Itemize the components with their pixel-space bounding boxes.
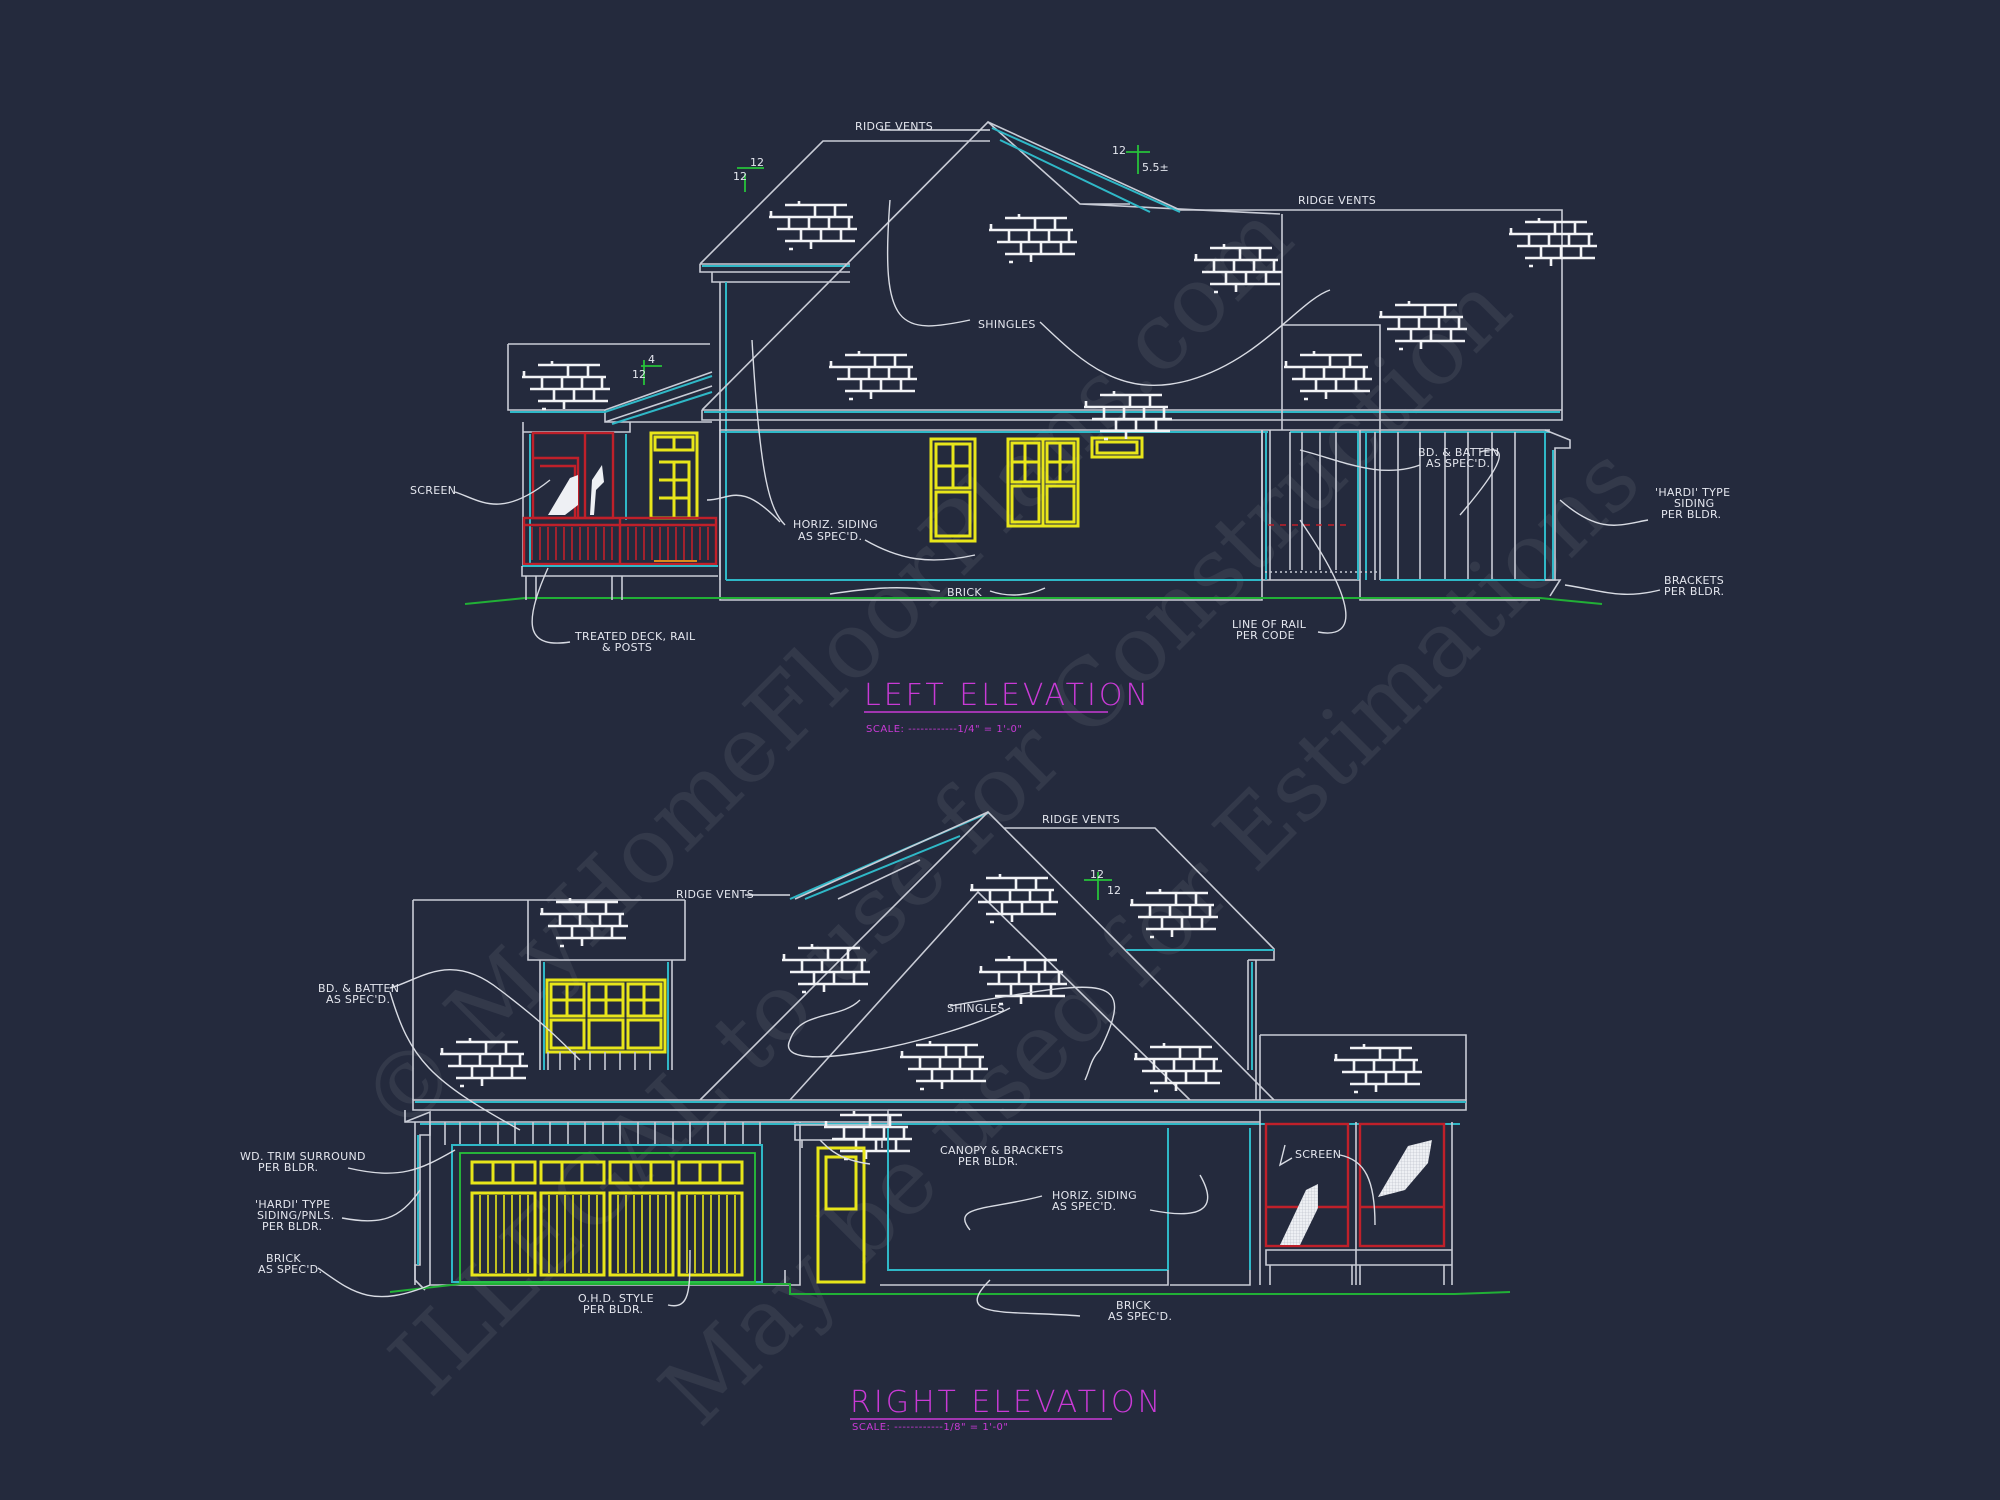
svg-text:12: 12 — [1090, 868, 1104, 881]
label-canopy-brackets: CANOPY & BRACKETS — [940, 1144, 1064, 1157]
svg-text:PER BLDR.: PER BLDR. — [262, 1220, 322, 1233]
svg-text:AS SPEC'D.: AS SPEC'D. — [1108, 1310, 1172, 1323]
right-elevation-title: RIGHT ELEVATION — [850, 1385, 1163, 1420]
label-horiz-siding: HORIZ. SIDING — [793, 518, 878, 531]
svg-text:SIDING: SIDING — [1674, 497, 1715, 510]
left-right-roof — [1180, 209, 1563, 410]
label-brackets: BRACKETS — [1664, 574, 1724, 587]
left-porch-roof — [507, 343, 713, 423]
left-grade-line — [464, 597, 1603, 605]
label-screen: SCREEN — [1295, 1148, 1341, 1161]
right-dormer-window — [545, 978, 667, 1054]
svg-text:AS SPEC'D.: AS SPEC'D. — [1052, 1200, 1116, 1213]
left-hip-roof — [699, 140, 990, 265]
svg-text:12: 12 — [1107, 884, 1121, 897]
watermark-line-2: ILLEGAL to use for Construction — [370, 254, 1531, 1415]
right-elevation-scale: SCALE: ------------1/8" = 1'-0" — [852, 1422, 1009, 1433]
svg-text:12: 12 — [632, 368, 646, 381]
svg-text:4: 4 — [648, 353, 655, 366]
label-ridge-vents: RIDGE VENTS — [1298, 194, 1376, 207]
label-line-of-rail: LINE OF RAIL — [1232, 618, 1307, 631]
label-bd-batten: BD. & BATTEN — [318, 982, 399, 995]
svg-text:SIDING/PNLS.: SIDING/PNLS. — [257, 1209, 334, 1222]
svg-text:PER BLDR.: PER BLDR. — [1661, 508, 1721, 521]
label-treated-deck: TREATED DECK, RAIL — [574, 630, 696, 643]
label-bd-batten: BD. & BATTEN — [1418, 446, 1499, 459]
svg-text:12: 12 — [750, 156, 764, 169]
right-grade-line — [389, 1283, 1511, 1295]
svg-text:12: 12 — [1112, 144, 1126, 157]
label-ridge-vents: RIDGE VENTS — [1042, 813, 1120, 826]
left-window-1 — [929, 437, 977, 543]
svg-text:PER BLDR.: PER BLDR. — [258, 1161, 318, 1174]
label-brick: BRICK — [266, 1252, 301, 1265]
label-hardi-siding: 'HARDI' TYPE — [255, 1198, 330, 1211]
watermark: © MyHomeFloorPlans.com ILLEGAL to use fo… — [340, 183, 1660, 1446]
right-side-door — [816, 1146, 866, 1284]
label-hardi-siding: 'HARDI' TYPE — [1655, 486, 1730, 499]
svg-text:5.5±: 5.5± — [1142, 161, 1169, 174]
right-left-roof — [412, 899, 686, 1100]
label-shingles: SHINGLES — [978, 318, 1036, 331]
svg-text:AS SPEC'D.: AS SPEC'D. — [798, 530, 862, 543]
left-elevation-scale: SCALE: ------------1/4" = 1'-0" — [866, 724, 1023, 735]
label-screen: SCREEN — [410, 484, 456, 497]
svg-text:& POSTS: & POSTS — [602, 641, 652, 654]
label-brick: BRICK — [1116, 1299, 1151, 1312]
svg-text:AS SPEC'D.: AS SPEC'D. — [258, 1263, 322, 1276]
label-wd-trim: WD. TRIM SURROUND — [240, 1150, 366, 1163]
left-elevation-title: LEFT ELEVATION — [864, 678, 1151, 713]
label-ridge-vents: RIDGE VENTS — [676, 888, 754, 901]
svg-text:PER BLDR.: PER BLDR. — [583, 1303, 643, 1316]
svg-text:PER BLDR.: PER BLDR. — [1664, 585, 1724, 598]
label-brick: BRICK — [947, 586, 982, 599]
label-horiz-siding: HORIZ. SIDING — [1052, 1189, 1137, 1202]
svg-text:PER CODE: PER CODE — [1236, 629, 1295, 642]
label-ridge-vents: RIDGE VENTS — [855, 120, 933, 133]
svg-text:PER BLDR.: PER BLDR. — [958, 1155, 1018, 1168]
left-transom-window — [1090, 436, 1144, 459]
svg-text:12: 12 — [733, 170, 747, 183]
svg-text:AS SPEC'D.: AS SPEC'D. — [1426, 457, 1490, 470]
label-shingles: SHINGLES — [947, 1002, 1005, 1015]
label-ohd-style: O.H.D. STYLE — [578, 1292, 654, 1305]
garage-door — [470, 1160, 744, 1277]
svg-text:AS SPEC'D.: AS SPEC'D. — [326, 993, 390, 1006]
